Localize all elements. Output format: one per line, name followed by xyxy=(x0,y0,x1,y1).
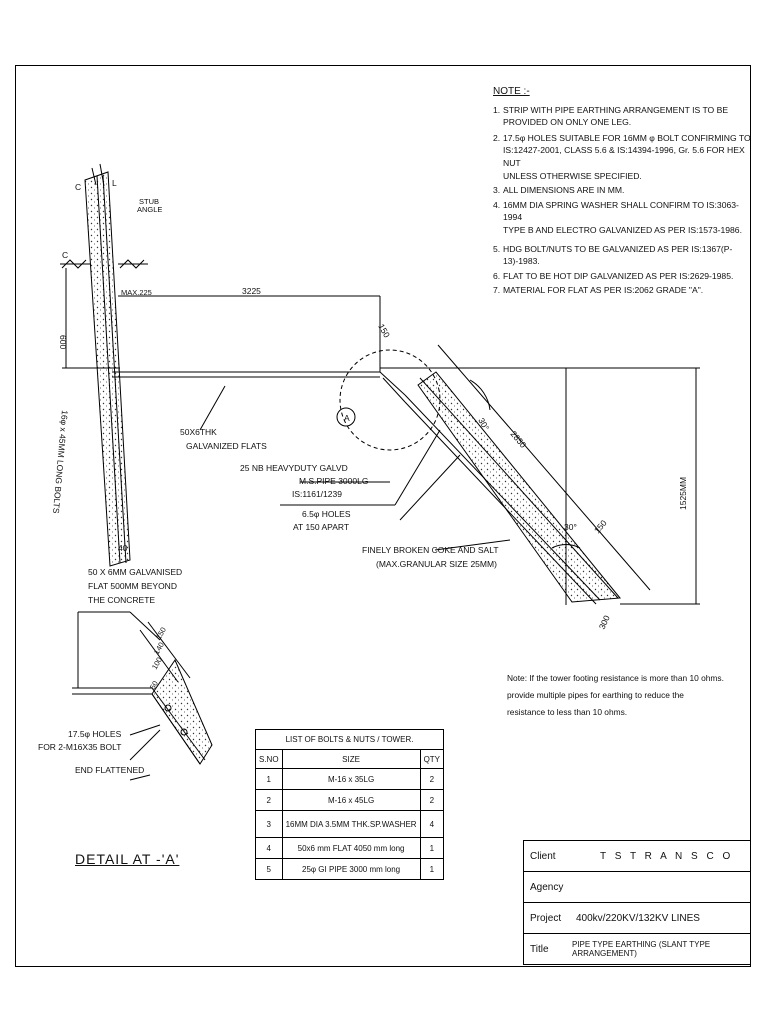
pipe-label-2: M.S.PIPE 3000LG xyxy=(299,476,368,486)
note-item: 6.FLAT TO BE HOT DIP GALVANIZED AS PER I… xyxy=(493,270,734,281)
dimension-150-b: 150 xyxy=(592,518,609,536)
label-c-mid: C xyxy=(62,250,68,260)
bolts-table-title: LIST OF BOLTS & NUTS / TOWER. xyxy=(254,729,445,750)
note-item: 7.MATERIAL FOR FLAT AS PER IS:2062 GRADE… xyxy=(493,285,704,296)
header-size: SIZE xyxy=(281,749,421,769)
dimension-600: 600 xyxy=(58,335,68,349)
detail-150: 150 xyxy=(154,626,168,641)
coke-label-2: (MAX.GRANULAR SIZE 25MM) xyxy=(376,559,497,569)
dimension-300: 300 xyxy=(597,614,612,631)
holes-label-1: 6.5φ HOLES xyxy=(302,509,351,519)
dimension-3225: 3225 xyxy=(242,286,261,296)
detail-holes-1: 17.5φ HOLES xyxy=(68,729,122,739)
agency-label: Agency xyxy=(523,871,570,903)
detail-100: 100 xyxy=(150,656,164,671)
table-row: 1 M-16 x 35LG 2 xyxy=(255,768,445,790)
table-row: 4 50x6 mm FLAT 4050 mm long 1 xyxy=(255,837,445,859)
note-item: 3.ALL DIMENSIONS ARE IN MM. xyxy=(493,185,625,196)
detail-holes-2: FOR 2-M16X35 BOLT xyxy=(38,742,121,752)
project-value: 400kv/220KV/132KV LINES xyxy=(570,902,751,934)
bolts-label: 16φ x 45MM LONG BOLTS xyxy=(51,410,70,514)
holes-label-2: AT 150 APART xyxy=(293,522,349,532)
header-sno: S.NO xyxy=(255,749,283,769)
title-value: PIPE TYPE EARTHING (SLANT TYPE ARRANGEME… xyxy=(570,933,751,965)
resistance-note: Note: If the tower footing resistance is… xyxy=(507,673,724,717)
flat-500-label-2: FLAT 500MM BEYOND xyxy=(88,581,177,591)
client-value: T S T R A N S C O xyxy=(570,840,751,872)
title-block: Client T S T R A N S C O Agency Project … xyxy=(523,840,751,965)
flats-label-1: 50X6THK xyxy=(180,427,217,437)
detail-50: 50 xyxy=(148,679,160,691)
stub-angle-line1: STUB xyxy=(139,197,159,206)
circle-a-label: A xyxy=(344,413,350,423)
agency-value xyxy=(570,871,751,903)
flat-500-label-1: 50 X 6MM GALVANISED xyxy=(88,567,182,577)
pipe-label-3: IS:1161/1239 xyxy=(292,489,342,499)
dimension-40: 40 xyxy=(118,543,128,553)
dimension-1525: 1525MM xyxy=(678,477,688,510)
dimension-150-top: 150 xyxy=(376,322,392,340)
flats-label-2: GALVANIZED FLATS xyxy=(186,441,267,451)
client-label: Client xyxy=(523,840,570,872)
table-row: 5 25φ GI PIPE 3000 mm long 1 xyxy=(255,858,445,880)
table-row: 3 16MM DIA 3.5MM THK.SP.WASHER 4 xyxy=(255,810,445,838)
project-label: Project xyxy=(523,902,570,934)
stub-angle-line2: ANGLE xyxy=(137,205,162,214)
label-l: L xyxy=(112,178,117,188)
drawing-sheet-border xyxy=(15,65,751,967)
max-225-label: MAX.225 xyxy=(121,288,152,297)
label-c-top: C xyxy=(75,182,81,192)
end-flattened-label: END FLATTENED xyxy=(75,765,144,775)
note-item: 5.HDG BOLT/NUTS TO BE GALVANIZED AS PER … xyxy=(493,243,733,267)
note-item: 4.16MM DIA SPRING WASHER SHALL CONFIRM T… xyxy=(493,199,742,235)
coke-label-1: FINELY BROKEN COKE AND SALT xyxy=(362,545,499,555)
header-qty: QTY xyxy=(419,749,445,769)
angle-30-b: 30° xyxy=(564,522,577,532)
notes-block: NOTE :- 1.STRIP WITH PIPE EARTHING ARRAN… xyxy=(493,86,753,297)
pipe-label-1: 25 NB HEAVYDUTY GALVD xyxy=(240,463,348,473)
title-label: Title xyxy=(523,933,570,965)
table-row: 2 M-16 x 45LG 2 xyxy=(255,789,445,811)
notes-heading: NOTE :- xyxy=(493,86,530,97)
flat-500-label-3: THE CONCRETE xyxy=(88,595,155,605)
note-item: 1.STRIP WITH PIPE EARTHING ARRANGEMENT I… xyxy=(493,104,729,128)
detail-title: DETAIL AT -'A' xyxy=(75,851,180,867)
note-item: 2.17.5φ HOLES SUITABLE FOR 16MM φ BOLT C… xyxy=(493,132,751,181)
bolts-table: LIST OF BOLTS & NUTS / TOWER. S.NO SIZE … xyxy=(254,729,445,880)
